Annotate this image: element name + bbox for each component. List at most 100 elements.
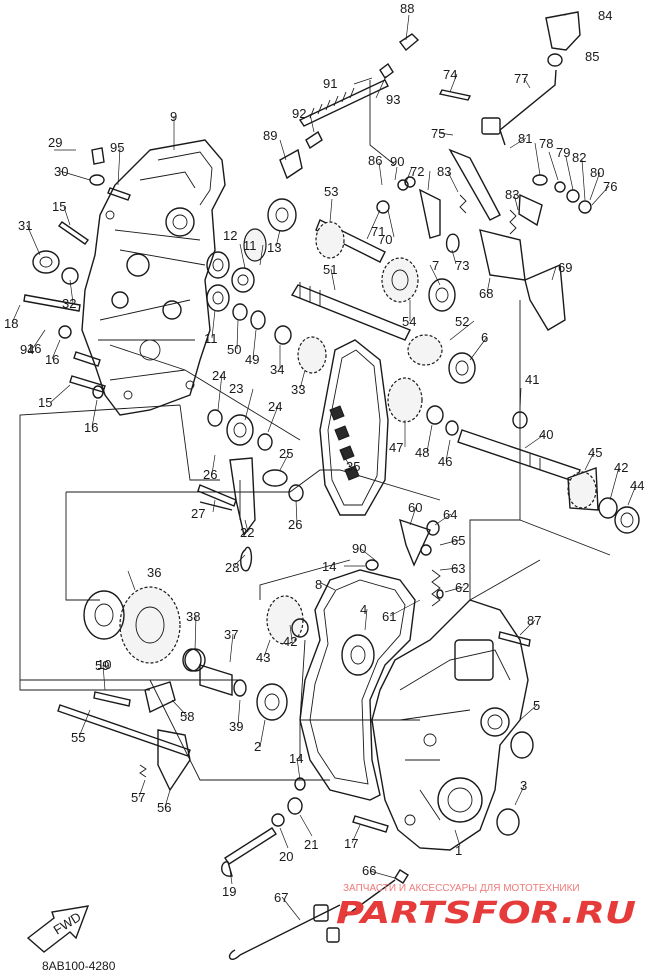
callout: 7 (432, 258, 439, 273)
callout: 35 (346, 459, 360, 474)
leader-lines (11, 14, 637, 921)
callout: 21 (304, 837, 318, 852)
gears (119, 221, 597, 664)
callout: 16 (27, 341, 41, 356)
callout: 13 (267, 240, 281, 255)
bearings-and-seals (32, 53, 640, 836)
callout: 30 (54, 164, 68, 179)
callout: 23 (229, 381, 243, 396)
callout: 54 (402, 314, 416, 329)
callout: 41 (525, 372, 539, 387)
callout: 4 (360, 602, 367, 617)
callout: 50 (227, 342, 241, 357)
callout: 83 (505, 187, 519, 202)
callout: 26 (288, 517, 302, 532)
callout: 16 (84, 420, 98, 435)
callout: 24 (268, 399, 282, 414)
callout: 63 (451, 561, 465, 576)
callout: 76 (603, 179, 617, 194)
callout: 71 (371, 224, 385, 239)
callout: 31 (18, 218, 32, 233)
callout: 38 (186, 609, 200, 624)
callout: 45 (588, 445, 602, 460)
callout: 52 (455, 314, 469, 329)
callout: 19 (222, 884, 236, 899)
callout: 11 (204, 331, 218, 346)
callout: 80 (590, 165, 604, 180)
callout: 22 (240, 525, 254, 540)
callout: 64 (443, 507, 457, 522)
callout: 67 (274, 890, 288, 905)
callout: 56 (157, 800, 171, 815)
callout: 29 (48, 135, 62, 150)
callout: 55 (71, 730, 85, 745)
callout: 78 (539, 136, 553, 151)
callout: 14 (322, 559, 336, 574)
callout: 57 (131, 790, 145, 805)
callout: 42 (283, 634, 297, 649)
callout: 72 (410, 164, 424, 179)
watermark-top-line: ЗАПЧАСТИ И АКСЕССУАРЫ ДЛЯ МОТОТЕХНИКИ (343, 883, 580, 894)
callout: 26 (203, 467, 217, 482)
callout: 90 (390, 154, 404, 169)
callout: 61 (382, 609, 396, 624)
crankcase-gasket (299, 569, 416, 801)
callout: 81 (518, 131, 532, 146)
callout: 34 (270, 362, 284, 377)
callout: 2 (254, 739, 261, 754)
callout: 8 (315, 577, 322, 592)
callout: 37 (224, 627, 238, 642)
fwd-label: FWD (51, 909, 84, 937)
callout: 43 (256, 650, 270, 665)
callout: 84 (598, 8, 612, 23)
callout: 15 (52, 199, 66, 214)
callout: 49 (245, 352, 259, 367)
callout: 79 (556, 145, 570, 160)
callout: 51 (323, 262, 337, 277)
diagram-code: 8AB100-4280 (42, 959, 116, 973)
callout: 5 (533, 698, 540, 713)
callout: 16 (45, 352, 59, 367)
callout: 95 (110, 140, 124, 155)
callout: 46 (438, 454, 452, 469)
callout: 73 (455, 258, 469, 273)
callout: 17 (344, 836, 358, 851)
callout: 39 (229, 719, 243, 734)
callout: 65 (451, 533, 465, 548)
callout: 11 (243, 238, 257, 253)
callout: 6 (481, 330, 488, 345)
callout: 12 (223, 228, 237, 243)
callout: 9 (170, 109, 177, 124)
callout: 3 (520, 778, 527, 793)
callout: 94 (20, 342, 34, 357)
callout: 48 (415, 445, 429, 460)
callout: 59 (95, 658, 109, 673)
callout: 18 (4, 316, 18, 331)
callout: 25 (279, 446, 293, 461)
callout: 82 (572, 150, 586, 165)
callout: 53 (324, 184, 338, 199)
callout: 88 (400, 1, 414, 16)
callout: 28 (225, 560, 239, 575)
callout: 1 (455, 843, 462, 858)
watermark: ЗАПЧАСТИ И АКСЕССУАРЫ ДЛЯ МОТОТЕХНИКИ PA… (336, 883, 636, 931)
callout: 44 (630, 478, 644, 493)
callout: 92 (292, 106, 306, 121)
callout: 14 (289, 751, 303, 766)
shafts (23, 79, 581, 865)
callout: 77 (514, 71, 528, 86)
callout: 42 (614, 460, 628, 475)
callout: 10 (97, 657, 111, 672)
right-crankcase (371, 599, 529, 851)
callout: 24 (212, 368, 226, 383)
callout-labels: 1 2 3 4 5 6 7 8 9 10 11 11 12 13 14 14 1… (4, 1, 644, 905)
drive-belt (319, 339, 389, 516)
callout: 60 (408, 500, 422, 515)
forward-direction-arrow: FWD (26, 905, 90, 953)
callout: 68 (479, 286, 493, 301)
callout: 87 (527, 613, 541, 628)
callout: 40 (539, 427, 553, 442)
callout: 85 (585, 49, 599, 64)
callout: 90 (352, 541, 366, 556)
